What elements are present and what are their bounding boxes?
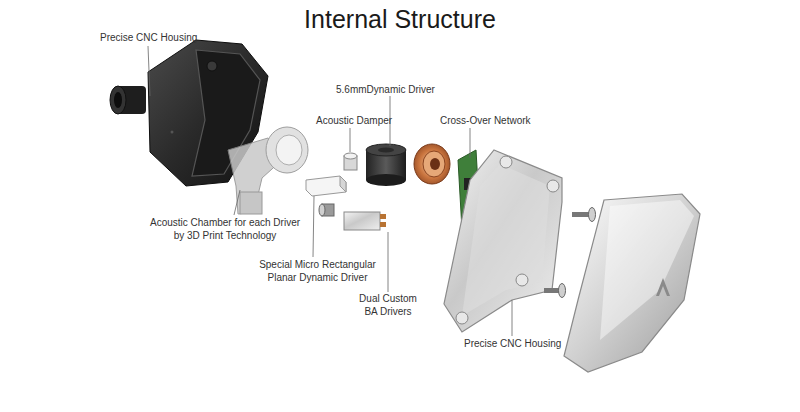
screw bbox=[544, 284, 566, 298]
chamber-hole bbox=[276, 135, 302, 165]
chamber-port bbox=[240, 192, 262, 214]
planar-body bbox=[306, 176, 346, 196]
driver-bottom bbox=[366, 174, 406, 186]
chamber-ring bbox=[266, 127, 308, 173]
screw-shaft bbox=[572, 212, 590, 217]
vent-hole bbox=[171, 131, 174, 134]
plate-body bbox=[444, 150, 562, 332]
inner-plate bbox=[444, 150, 562, 332]
part-label: Acoustic Chamber for each Driver by 3D P… bbox=[145, 216, 305, 242]
part-label: Acoustic Damper bbox=[316, 114, 416, 127]
ba-contact bbox=[380, 214, 386, 219]
leader-line bbox=[234, 190, 240, 215]
leader-line bbox=[148, 46, 150, 96]
part-label: Dual Custom BA Drivers bbox=[356, 292, 420, 318]
planar-side bbox=[340, 176, 346, 192]
nozzle-tip bbox=[110, 86, 126, 114]
leader-line bbox=[388, 232, 389, 292]
screw-shaft bbox=[544, 288, 560, 293]
screw-boss bbox=[456, 312, 468, 324]
copper-ring bbox=[414, 144, 450, 184]
nozzle-hole bbox=[114, 92, 122, 108]
title: Internal Structure bbox=[0, 5, 800, 34]
dynamic-driver bbox=[366, 144, 406, 186]
ring-hole bbox=[430, 158, 440, 170]
faceplate-highlight bbox=[600, 200, 694, 340]
ring-mid bbox=[423, 151, 445, 177]
ba-driver bbox=[344, 212, 386, 230]
damper-end bbox=[319, 204, 325, 216]
screw-boss bbox=[500, 156, 512, 168]
screw-head bbox=[589, 208, 596, 222]
part-label: 5.6mmDynamic Driver bbox=[336, 83, 456, 96]
faceplate bbox=[564, 194, 700, 372]
acoustic-damper bbox=[344, 153, 357, 170]
acoustic-chamber bbox=[228, 127, 308, 214]
logo-mark bbox=[656, 278, 670, 296]
faceplate-body bbox=[564, 194, 700, 372]
screw-boss bbox=[516, 274, 528, 286]
driver-top bbox=[366, 144, 406, 156]
part-label: Special Micro Rectangular Planar Dynamic… bbox=[250, 258, 385, 284]
part-label: Precise CNC Housing bbox=[100, 31, 220, 44]
leader-line bbox=[313, 196, 314, 257]
ring-outer bbox=[414, 144, 450, 184]
part-label: Cross-Over Network bbox=[440, 114, 550, 127]
driver-vent bbox=[378, 148, 394, 153]
plate-face bbox=[462, 164, 550, 316]
part-label: Precise CNC Housing bbox=[464, 337, 584, 350]
ba-body bbox=[344, 212, 380, 230]
screw-boss bbox=[207, 61, 217, 71]
ba-damper bbox=[319, 204, 334, 216]
leader-line bbox=[470, 128, 471, 158]
screw bbox=[572, 208, 596, 222]
screw-head bbox=[559, 284, 566, 298]
leader-line bbox=[512, 300, 513, 336]
planar-driver bbox=[306, 176, 346, 196]
ba-contact bbox=[380, 222, 386, 227]
leader-lines bbox=[148, 46, 512, 336]
screw-boss bbox=[547, 180, 559, 192]
leader-line bbox=[350, 128, 351, 152]
damper-top bbox=[344, 153, 357, 159]
